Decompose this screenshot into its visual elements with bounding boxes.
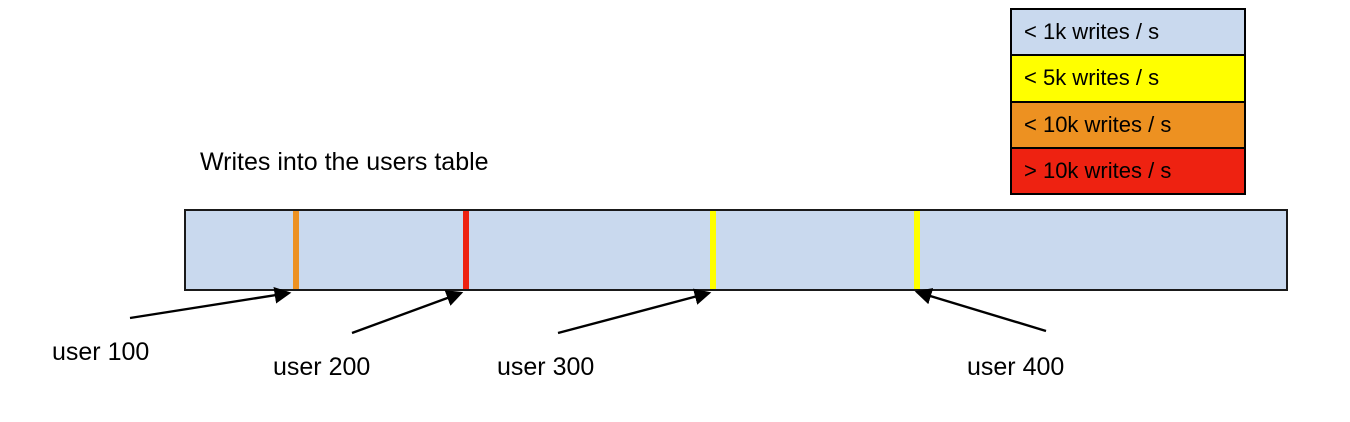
arrow-user-100 <box>129 286 292 320</box>
legend-item-lt-5k: < 5k writes / s <box>1012 56 1244 103</box>
stripe-user-400 <box>914 211 920 289</box>
legend-item-lt-1k: < 1k writes / s <box>1012 10 1244 57</box>
arrow-user-400 <box>914 288 1047 333</box>
chart-title: Writes into the users table <box>200 148 489 176</box>
label-user-400: user 400 <box>967 353 1065 381</box>
stripe-user-100 <box>293 211 299 289</box>
arrow-user-200 <box>351 290 464 335</box>
legend-item-label: < 5k writes / s <box>1024 65 1160 91</box>
label-user-300: user 300 <box>497 353 595 381</box>
arrow-user-300 <box>557 288 712 335</box>
legend: < 1k writes / s < 5k writes / s < 10k wr… <box>1010 8 1246 195</box>
label-user-100: user 100 <box>52 338 150 366</box>
legend-item-label: > 10k writes / s <box>1024 157 1172 183</box>
stripe-user-300 <box>710 211 716 289</box>
users-table-bar <box>184 209 1288 291</box>
legend-item-label: < 1k writes / s <box>1024 19 1160 45</box>
legend-item-lt-10k: < 10k writes / s <box>1012 102 1244 149</box>
legend-item-label: < 10k writes / s <box>1024 111 1172 137</box>
stripe-user-200 <box>463 211 469 289</box>
label-user-200: user 200 <box>273 353 371 381</box>
legend-item-gt-10k: > 10k writes / s <box>1012 148 1244 193</box>
